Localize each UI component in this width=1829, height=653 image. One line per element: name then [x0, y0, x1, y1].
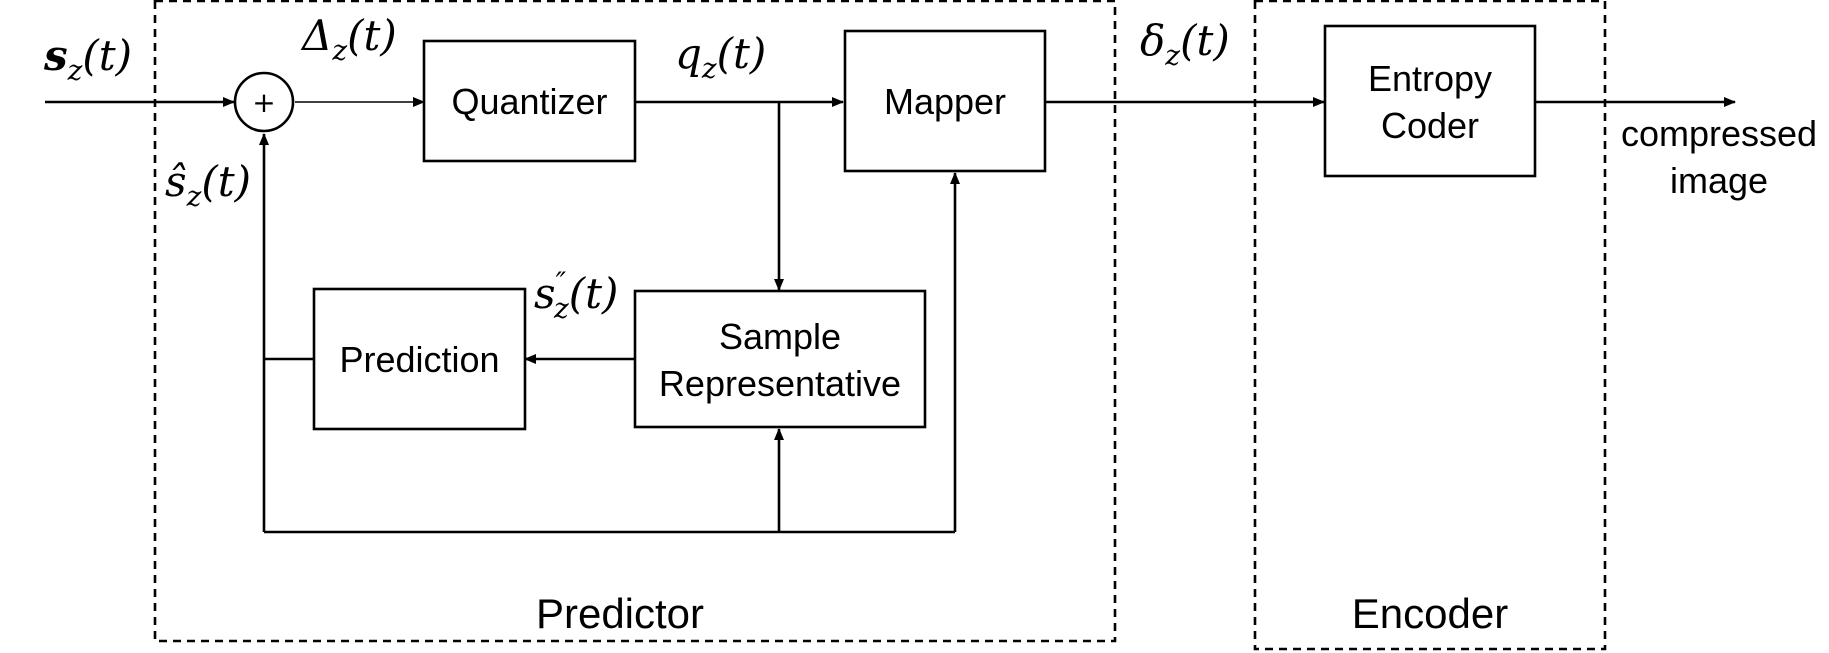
encoder-region [1253, 0, 1607, 651]
entropy-coder-label-line1: Entropy [1368, 58, 1492, 99]
quantizer-block: Quantizer [422, 39, 637, 163]
output-label-line2: image [1670, 160, 1768, 201]
prediction-label: Prediction [339, 339, 499, 380]
mapper-label: Mapper [884, 81, 1006, 122]
residual-signal-label: Δz(t) [300, 11, 397, 67]
predictor-region-label: Predictor [536, 590, 704, 637]
input-signal-label: sz(t) [43, 31, 132, 87]
predictor-region [153, 0, 1117, 643]
signal-wires [45, 97, 1736, 534]
mapped-signal-label: δz(t) [1140, 16, 1230, 72]
sample-representative-signal-label: s″z(t) [534, 266, 618, 325]
output-label-line1: compressed [1621, 113, 1817, 154]
predicted-sample-label: ŝz(t) [165, 157, 251, 213]
encoder-region-label: Encoder [1352, 590, 1508, 637]
mapper-block: Mapper [843, 29, 1047, 173]
summing-junction: + [233, 71, 295, 133]
entropy-coder-block: Entropy Coder [1323, 24, 1537, 178]
quantizer-label: Quantizer [451, 81, 607, 122]
sample-representative-block: Sample Representative [633, 289, 927, 429]
plus-sign: + [252, 86, 275, 119]
prediction-block: Prediction [312, 287, 527, 431]
sample-representative-label-line2: Representative [659, 363, 901, 404]
entropy-coder-label-line2: Coder [1381, 105, 1479, 146]
sample-representative-label-line1: Sample [719, 316, 841, 357]
quantized-signal-label: qz(t) [675, 29, 766, 85]
